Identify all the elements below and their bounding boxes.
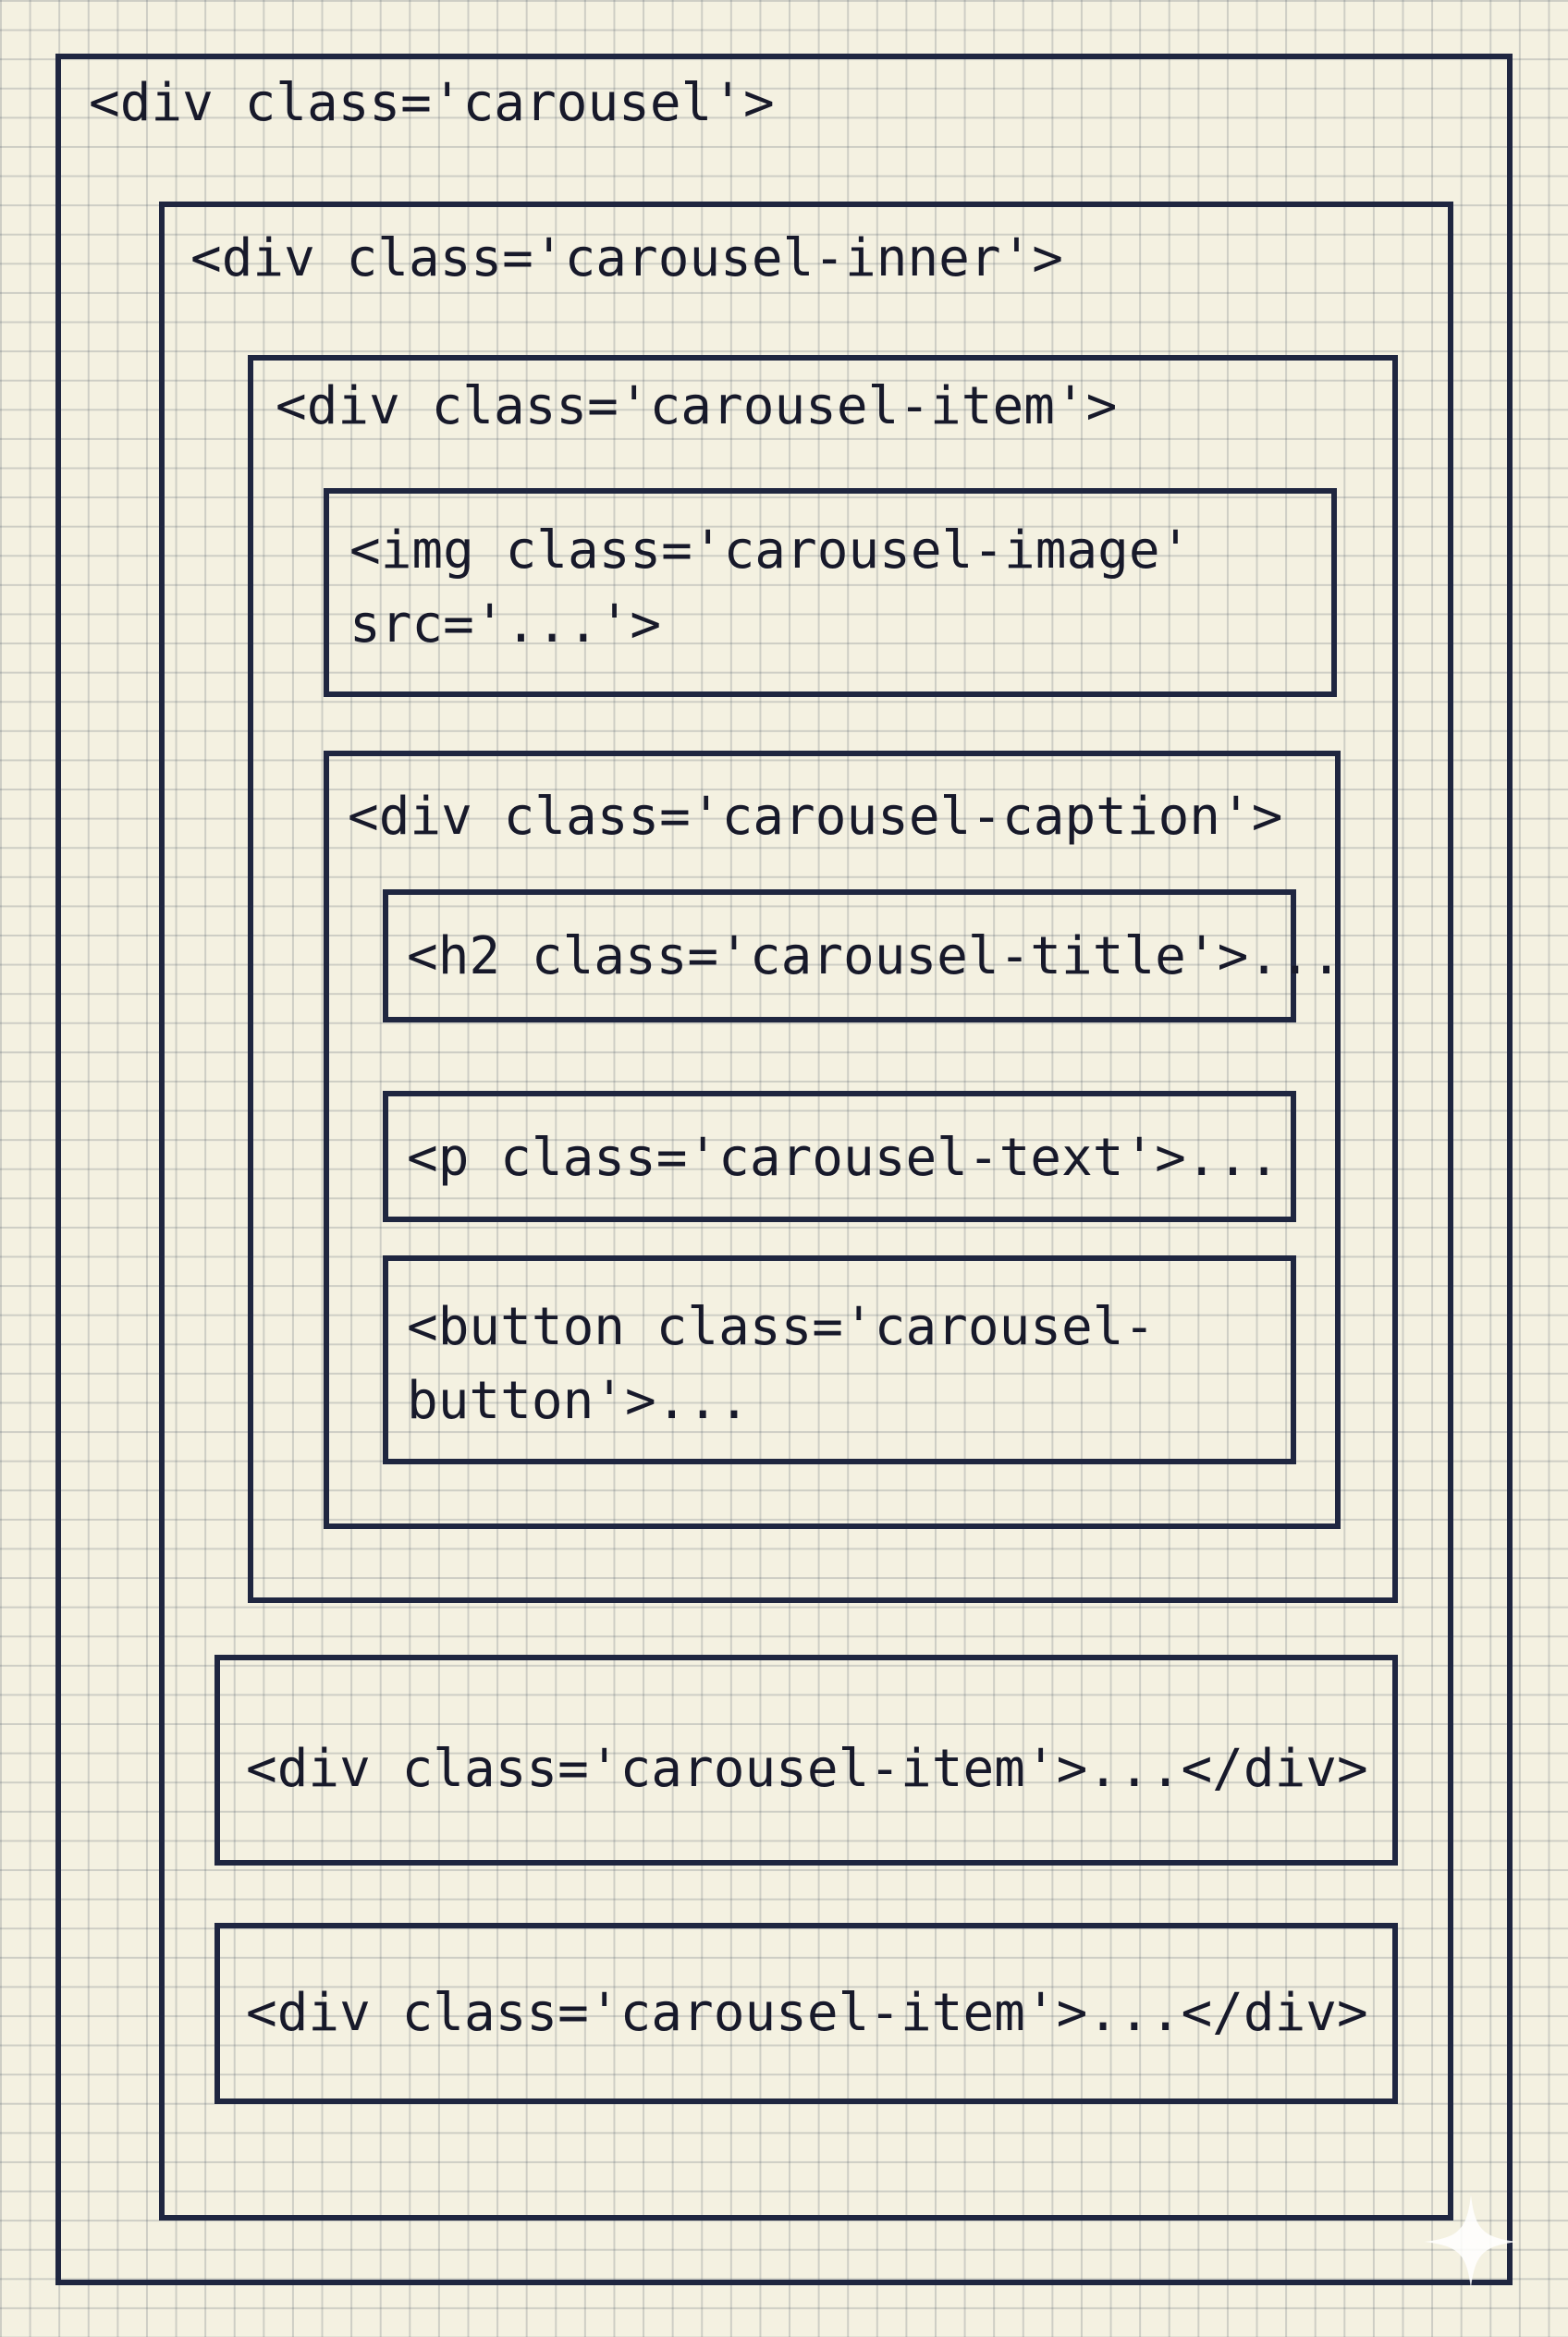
- carousel-image-box: [324, 488, 1337, 697]
- carousel-button-box: [383, 1255, 1296, 1464]
- carousel-text-label: <p class='carousel-text'>...: [407, 1128, 1280, 1188]
- carousel-text-box: [383, 1091, 1296, 1222]
- sparkle-icon: [1424, 2195, 1518, 2289]
- carousel-caption-box: [324, 751, 1341, 1529]
- carousel-item-box-third: [214, 1923, 1398, 2104]
- carousel-item-label-third: <div class='carousel-item'>...</div>: [246, 1983, 1368, 2043]
- carousel-inner-label: <div class='carousel-inner'>: [190, 228, 1064, 288]
- carousel-item-box-second: [214, 1655, 1398, 1866]
- carousel-image-label: <img class='carousel-image' src='...'>: [349, 520, 1192, 655]
- carousel-button-label: <button class='carousel- button'>...: [407, 1297, 1156, 1431]
- carousel-label: <div class='carousel'>: [89, 73, 775, 133]
- carousel-title-label: <h2 class='carousel-title'>...: [407, 926, 1342, 986]
- carousel-caption-label: <div class='carousel-caption'>: [348, 787, 1283, 847]
- carousel-box: [55, 54, 1513, 2285]
- carousel-item-label-first: <div class='carousel-item'>: [276, 376, 1118, 436]
- carousel-item-label-second: <div class='carousel-item'>...</div>: [246, 1739, 1368, 1799]
- carousel-inner-box: [159, 202, 1453, 2221]
- carousel-title-box: [383, 889, 1296, 1022]
- carousel-item-box-first: [248, 355, 1398, 1603]
